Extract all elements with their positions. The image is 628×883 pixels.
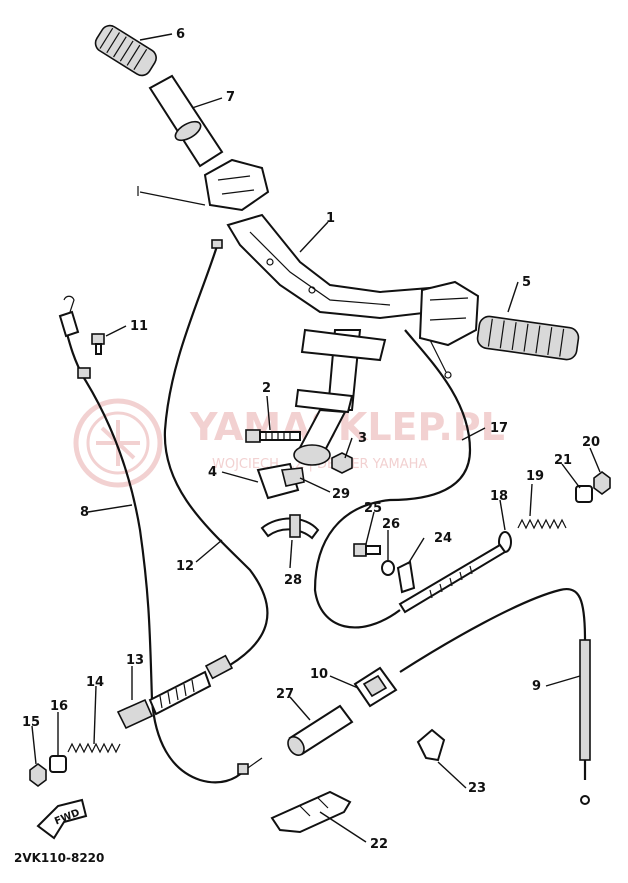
left-bar-tube: [148, 74, 224, 168]
adjuster-rod: [398, 543, 507, 614]
callout-9: 9: [532, 679, 541, 694]
callout-13: 13: [126, 653, 144, 668]
cable-junction-10: [353, 666, 398, 708]
cable-lower-run: [150, 699, 246, 784]
callout-21: 21: [554, 453, 572, 468]
callout-26: 26: [382, 517, 400, 532]
bracket-23: [416, 728, 446, 762]
left-switch-housing: [203, 158, 270, 212]
washer-26: [381, 560, 395, 576]
callout-22: 22: [370, 837, 388, 852]
callout-7: 7: [226, 90, 235, 105]
callout-11: 11: [130, 319, 148, 334]
nut-3: [331, 452, 353, 474]
bolt-25: [353, 543, 381, 557]
callout-20: 20: [582, 435, 600, 450]
callout-12: 12: [176, 559, 194, 574]
callout-19: 19: [526, 469, 544, 484]
adjuster-13: [116, 654, 234, 730]
watermark-logo-ring: [73, 398, 163, 488]
callout-labels: 6 7 1 5 11 2 3 17 20 21 4 19 29 18 25 8 …: [22, 27, 600, 852]
cable-12: [163, 239, 269, 666]
watermark-logo-mark: [96, 420, 140, 466]
callout-29: 29: [332, 487, 350, 502]
callout-25: 25: [364, 501, 382, 516]
collar-21: [575, 485, 593, 503]
callout-24: 24: [434, 531, 452, 546]
clip-29: [280, 467, 305, 487]
callout-10: 10: [310, 667, 328, 682]
callout-23: 23: [468, 781, 486, 796]
watermark-logo-inner: [86, 411, 150, 475]
handlebar-main: [226, 213, 434, 320]
nut-15: [29, 763, 47, 787]
callout-15: 15: [22, 715, 40, 730]
cable-17: [313, 329, 472, 629]
right-switch-housing: [418, 280, 480, 347]
grip-27: [287, 704, 354, 757]
callout-16: 16: [50, 699, 68, 714]
left-grip: [94, 24, 157, 77]
callout-28: 28: [284, 573, 302, 588]
leader-lines: [31, 33, 601, 843]
spring-14: [67, 742, 121, 754]
callout-6: 6: [176, 27, 185, 42]
screw-11: [91, 333, 105, 355]
callout-2: 2: [262, 381, 271, 396]
fwd-arrow: FWD: [36, 798, 88, 840]
bolt-2: [245, 429, 301, 443]
callout-17: 17: [490, 421, 508, 436]
column-collar: [294, 388, 354, 414]
collar-16: [49, 755, 67, 773]
column-clamp: [300, 328, 387, 362]
handlebar-assembly: [94, 24, 580, 466]
nut-20: [593, 471, 611, 495]
spring-19: [517, 518, 567, 530]
right-grip: [476, 315, 580, 361]
diagram-code: 2VK110-8220: [14, 851, 104, 865]
callout-3: 3: [358, 431, 367, 446]
plate-22: [270, 790, 352, 834]
callout-27: 27: [276, 687, 294, 702]
callout-8: 8: [80, 505, 89, 520]
callout-18: 18: [490, 489, 508, 504]
callout-5: 5: [522, 275, 531, 290]
cable-9: [399, 587, 591, 805]
callout-14: 14: [86, 675, 104, 690]
callout-4: 4: [208, 465, 217, 480]
cable-8: [58, 295, 154, 701]
callout-1: 1: [326, 211, 335, 226]
bracket-24: [396, 560, 416, 594]
